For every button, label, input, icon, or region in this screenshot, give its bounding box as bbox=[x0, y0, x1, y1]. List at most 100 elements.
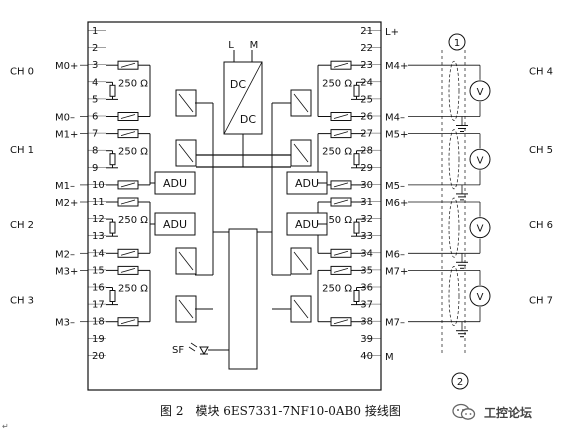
signal-label-left: M3+ bbox=[55, 266, 78, 277]
dc-input-m: M bbox=[250, 40, 259, 51]
signal-label-left: M2+ bbox=[55, 198, 78, 209]
signal-label-left: M0– bbox=[55, 113, 75, 124]
terminal-number: 26 bbox=[360, 112, 373, 123]
figure-caption: 图 2 模块 6ES7331-7NF10-0AB0 接线图 bbox=[160, 404, 401, 418]
shunt-resistor bbox=[353, 84, 360, 97]
callout-number: 1 bbox=[454, 38, 460, 49]
channel-label-right: CH 7 bbox=[529, 295, 553, 306]
opto-diagonal bbox=[293, 251, 309, 271]
opto-diagonal bbox=[178, 299, 194, 319]
terminal-number: 16 bbox=[92, 283, 105, 294]
shunt-resistor bbox=[109, 153, 116, 166]
voltmeter bbox=[469, 285, 491, 307]
switch-contact bbox=[120, 62, 136, 68]
signal-label-right: M5– bbox=[385, 181, 405, 192]
cable-shield bbox=[448, 129, 460, 190]
terminal-number: 10 bbox=[92, 180, 105, 191]
callout-number: 2 bbox=[457, 377, 463, 388]
adu-label: ADU bbox=[295, 177, 319, 190]
shunt-resistor bbox=[109, 221, 116, 234]
adu-label: ADU bbox=[163, 218, 187, 231]
signal-label-right: L+ bbox=[385, 27, 399, 38]
adu-label: ADU bbox=[295, 218, 319, 231]
signal-label-right: M5+ bbox=[385, 130, 408, 141]
voltmeter-label: V bbox=[477, 155, 484, 166]
voltmeter-label: V bbox=[477, 224, 484, 235]
voltmeter bbox=[469, 217, 491, 239]
opto-diagonal bbox=[178, 143, 194, 163]
signal-label-right: M4+ bbox=[385, 61, 408, 72]
signal-label-right: M6– bbox=[385, 249, 405, 260]
signal-label-right: M4– bbox=[385, 113, 405, 124]
adu-label: ADU bbox=[163, 177, 187, 190]
resistor-label: 250 Ω bbox=[118, 147, 148, 158]
signal-label-left: M1+ bbox=[55, 130, 78, 141]
cable-shield bbox=[448, 60, 460, 121]
switch-contact bbox=[120, 268, 136, 273]
voltmeter bbox=[469, 80, 491, 102]
switch-contact bbox=[333, 268, 349, 273]
terminal-number: 36 bbox=[360, 283, 373, 294]
resistor-label: 250 Ω bbox=[118, 78, 148, 89]
opto-diagonal bbox=[293, 299, 309, 319]
switch-contact bbox=[333, 131, 349, 136]
sf-led-ray bbox=[188, 346, 196, 352]
cable-shield bbox=[448, 266, 460, 327]
signal-label-right: M7+ bbox=[385, 266, 408, 277]
switch-contact bbox=[120, 182, 136, 188]
terminal-number: 25 bbox=[360, 94, 373, 105]
voltmeter-label: V bbox=[477, 87, 484, 98]
signal-label-right: M bbox=[385, 352, 394, 363]
signal-label-right: M7– bbox=[385, 318, 405, 329]
terminal-number: 29 bbox=[360, 163, 373, 174]
switch-contact bbox=[333, 319, 349, 325]
shunt-resistor bbox=[109, 84, 116, 97]
logic-block bbox=[228, 228, 258, 370]
figure-caption-bar: 图 2 模块 6ES7331-7NF10-0AB0 接线图 工控论坛 bbox=[0, 398, 563, 428]
terminal-number: 14 bbox=[92, 248, 105, 259]
switch-contact bbox=[120, 131, 136, 136]
terminal-number: 20 bbox=[92, 351, 105, 362]
terminal-number: 2 bbox=[92, 43, 98, 54]
terminal-number: 33 bbox=[360, 231, 373, 242]
brand-logo: 工控论坛 bbox=[452, 400, 560, 424]
channel-label-left: CH 0 bbox=[10, 66, 34, 77]
shunt-resistor bbox=[353, 221, 360, 234]
terminal-number: 18 bbox=[92, 317, 105, 328]
cable-shield bbox=[448, 197, 460, 258]
terminal-number: 11 bbox=[92, 197, 105, 208]
resistor-label: 250 Ω bbox=[322, 215, 352, 226]
sf-led-ray bbox=[190, 342, 198, 348]
terminal-number: 12 bbox=[92, 214, 105, 225]
channel-label-right: CH 4 bbox=[529, 66, 553, 77]
terminal-number: 31 bbox=[360, 197, 373, 208]
terminal-number: 21 bbox=[360, 26, 373, 37]
opto-diagonal bbox=[293, 93, 309, 113]
terminal-number: 24 bbox=[360, 77, 373, 88]
switch-contact bbox=[120, 319, 136, 325]
voltmeter bbox=[469, 148, 491, 170]
opto-diagonal bbox=[293, 143, 309, 163]
resistor-label: 250 Ω bbox=[322, 78, 352, 89]
terminal-number: 32 bbox=[360, 214, 373, 225]
terminal-number: 7 bbox=[92, 129, 98, 140]
shunt-resistor bbox=[109, 290, 116, 302]
channel-label-right: CH 5 bbox=[529, 145, 553, 156]
signal-label-left: M2– bbox=[55, 249, 75, 260]
switch-contact bbox=[120, 250, 136, 256]
signal-label-left: M0+ bbox=[55, 61, 78, 72]
signal-label-left: M3– bbox=[55, 318, 75, 329]
callout-circle bbox=[451, 372, 469, 390]
switch-contact bbox=[333, 114, 349, 119]
dc-input-l: L bbox=[228, 40, 234, 51]
terminal-number: 37 bbox=[360, 300, 373, 311]
terminal-number: 22 bbox=[360, 43, 373, 54]
terminal-number: 8 bbox=[92, 146, 98, 157]
channel-label-left: CH 1 bbox=[10, 145, 34, 156]
signal-label-left: M1– bbox=[55, 181, 75, 192]
